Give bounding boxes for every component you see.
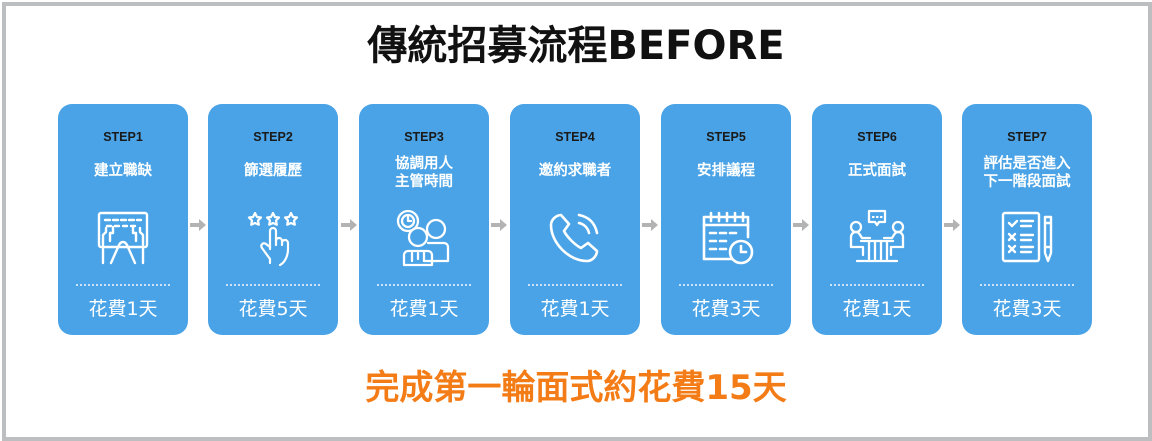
step-label-line-1: 評估是否進入 xyxy=(983,156,1071,172)
people-clock-icon xyxy=(394,207,454,267)
step-card-7: STEP7 評估是否進入 下一階段面試 花費3天 xyxy=(962,104,1092,335)
arrow-right-icon xyxy=(190,219,206,231)
divider xyxy=(679,284,773,286)
meeting-interview-icon xyxy=(847,207,907,267)
step-number: STEP6 xyxy=(857,130,897,144)
arrow-right-icon xyxy=(491,219,507,231)
step-card-6: STEP6 正式面試 花費1天 xyxy=(812,104,942,335)
divider xyxy=(528,284,622,286)
divider xyxy=(377,284,471,286)
divider xyxy=(226,284,320,286)
step-label-line-1: 協調用人 xyxy=(395,156,453,172)
step-cost: 花費3天 xyxy=(691,298,761,320)
phone-call-icon xyxy=(545,207,605,267)
step-label: 評估是否進入 下一階段面試 xyxy=(962,155,1092,191)
divider xyxy=(76,284,170,286)
step-label-line-2: 下一階段面試 xyxy=(983,174,1071,190)
step-number: STEP7 xyxy=(1007,130,1047,144)
star-rating-hand-icon xyxy=(243,207,303,267)
arrow-right-icon xyxy=(944,219,960,231)
step-card-5: STEP5 安排議程 花費3天 xyxy=(661,104,791,335)
step-number: STEP1 xyxy=(103,130,143,144)
step-label: 建立職缺 xyxy=(94,163,152,179)
step-label: 篩選履歷 xyxy=(244,163,302,179)
step-label: 正式面試 xyxy=(848,163,906,179)
step-card-3: STEP3 協調用人 主管時間 花費1天 xyxy=(359,104,489,335)
step-number: STEP4 xyxy=(555,130,595,144)
step-cost: 花費5天 xyxy=(238,298,308,320)
divider xyxy=(830,284,924,286)
step-cost: 花費3天 xyxy=(992,298,1062,320)
diagram-title: 傳統招募流程BEFORE xyxy=(367,23,785,69)
step-card-1: STEP1 建立職缺 花費1天 xyxy=(58,104,188,335)
step-label: 協調用人 主管時間 xyxy=(359,155,489,191)
step-card-2: STEP2 篩選履歷 花費5天 xyxy=(208,104,338,335)
arrow-right-icon xyxy=(642,219,658,231)
step-cost: 花費1天 xyxy=(540,298,610,320)
step-cost: 花費1天 xyxy=(389,298,459,320)
step-label: 安排議程 xyxy=(697,163,755,179)
step-number: STEP3 xyxy=(404,130,444,144)
arrow-right-icon xyxy=(341,219,357,231)
step-number: STEP2 xyxy=(253,130,293,144)
step-label-line-2: 主管時間 xyxy=(395,174,453,190)
arrow-right-icon xyxy=(793,219,809,231)
step-label: 邀約求職者 xyxy=(538,163,612,179)
checklist-pen-icon xyxy=(997,207,1057,267)
step-card-4: STEP4 邀約求職者 花費1天 xyxy=(510,104,640,335)
keyboard-typing-icon xyxy=(93,207,153,267)
divider xyxy=(980,284,1074,286)
summary-text: 完成第一輪面式約花費15天 xyxy=(365,368,787,408)
step-cost: 花費1天 xyxy=(842,298,912,320)
step-number: STEP5 xyxy=(706,130,746,144)
calendar-clock-icon xyxy=(696,207,756,267)
step-cost: 花費1天 xyxy=(88,298,158,320)
